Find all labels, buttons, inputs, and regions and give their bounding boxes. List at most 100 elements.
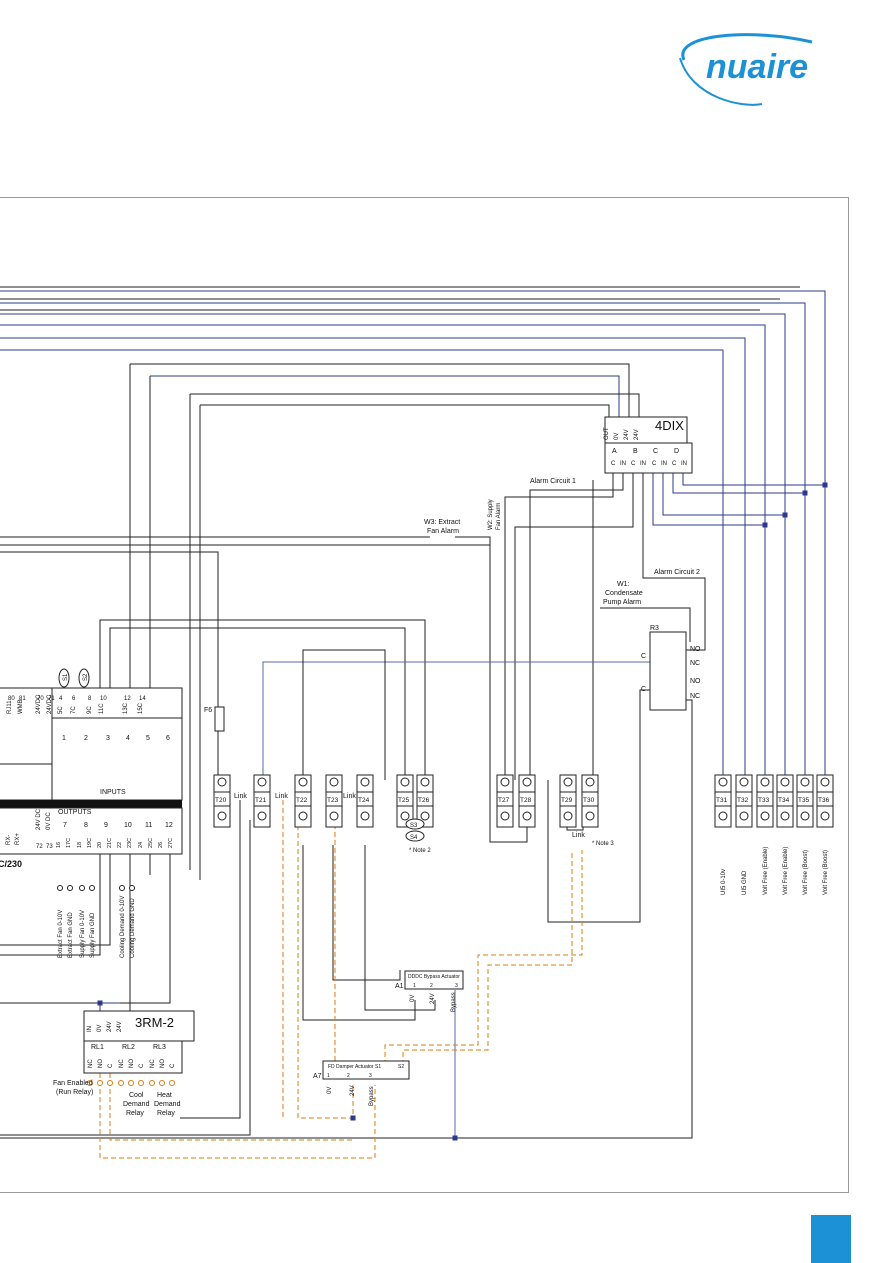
a1-pin-3: 3 — [455, 983, 458, 989]
terminal-t24: T24 — [356, 774, 374, 828]
sensor-s4: S4 — [410, 835, 418, 841]
controller-top-num: 4 — [59, 696, 63, 702]
rm-relay-pin: NC — [119, 1059, 125, 1068]
output-connector — [57, 885, 63, 891]
logo-text: nuaire — [706, 48, 808, 86]
dix-pin-7: IN — [681, 461, 687, 467]
link-label-4: Link — [572, 832, 585, 839]
controller-input-num: 4 — [126, 735, 130, 742]
a1-wire-bypass: Bypass — [451, 992, 457, 1012]
ui5-label: UI5 GND — [742, 870, 748, 895]
rm-relay-contact — [138, 1080, 144, 1086]
wire-45 — [547, 689, 650, 923]
controller-module: INPUTS OUTPUTS C/230 RX- RX+ 24V DC 0V D… — [0, 687, 183, 869]
low-voltage-wire-0 — [297, 785, 354, 1119]
terminal-label: T25 — [398, 797, 410, 804]
controller-output-num: 9 — [104, 822, 108, 829]
wire-41 — [0, 854, 171, 1004]
wire-37 — [364, 845, 436, 1011]
out-supply-0v: 0V DC — [46, 812, 52, 830]
controller-top-label: 7C — [71, 706, 77, 714]
wire-43 — [0, 854, 101, 956]
r3-contact-no-2: NO — [690, 678, 701, 685]
terminal-t26: T26 — [416, 774, 434, 828]
page-tab — [811, 1215, 851, 1263]
wire-22 — [682, 473, 825, 486]
wire-39 — [0, 820, 251, 1136]
terminal-label: T23 — [327, 797, 339, 804]
controller-output-term: 25C — [148, 838, 154, 848]
a1-pin-1: 1 — [413, 983, 416, 989]
wire-17 — [504, 473, 614, 780]
a1-wire-0v: 0V — [410, 995, 416, 1002]
controller-output-term: 24 — [138, 842, 144, 848]
terminal-t25: T25 — [396, 774, 414, 828]
wire-5 — [0, 349, 724, 780]
wire-35 — [302, 649, 386, 780]
controller-top-label: 5C — [58, 706, 64, 714]
a7-wire-0v: 0V — [327, 1087, 333, 1094]
sensor-s3: S3 — [410, 823, 418, 829]
rm-relay-contact — [118, 1080, 124, 1086]
wire-2 — [0, 313, 786, 780]
terminal-t36: T36 — [816, 774, 834, 828]
nuaire-logo-mark: nuaire — [679, 33, 813, 106]
terminal-label: T30 — [583, 797, 595, 804]
rx-plus-label: RX+ — [15, 833, 21, 845]
controller-output-term: 19C — [87, 838, 93, 848]
controller-output-term: 18 — [77, 842, 83, 848]
a7-pin-2: 2 — [347, 1073, 350, 1079]
dix-out-1: 0V — [614, 433, 620, 440]
controller-output-label: Cooling Demand 0-10V — [120, 896, 126, 958]
r3-common-1: C — [641, 653, 646, 660]
controller-top-label: RJ11 — [7, 700, 13, 714]
r3-label: R3 — [650, 625, 659, 632]
dix-ch-b: B — [633, 448, 638, 455]
a7-wire-bypass: Bypass — [369, 1086, 375, 1106]
a7-pin-3: 3 — [369, 1073, 372, 1079]
rm-relay-contact — [97, 1080, 103, 1086]
wire-36 — [302, 845, 416, 1021]
a7-pin-1: 1 — [327, 1073, 330, 1079]
controller-output-num: 8 — [84, 822, 88, 829]
controller-top-num: 71 — [48, 696, 55, 702]
rm-pin-0v: 0V — [97, 1025, 103, 1032]
terminal-label: T32 — [737, 797, 749, 804]
w3-label-2: Fan Alarm — [427, 528, 459, 535]
cool-relay-1: Cool — [129, 1092, 144, 1099]
r3-contact-nc-2: NC — [690, 693, 700, 700]
rm-relay-2: RL2 — [122, 1044, 135, 1051]
a7-title: FD Damper Actuator — [328, 1064, 374, 1070]
wire-0 — [0, 290, 826, 780]
relay-r3: R3 NO NC NO NC C C — [641, 625, 701, 711]
terminal-label: T27 — [498, 797, 510, 804]
rm-relay-pin: NC — [88, 1059, 94, 1068]
controller-input-num: 6 — [166, 735, 170, 742]
controller-top-num: 10 — [100, 696, 107, 702]
actuator-a7: FD Damper Actuator A7 1 2 3 S1 S2 0V 24V… — [313, 1060, 410, 1106]
terminal-t33: T33 — [756, 774, 774, 828]
dix-out-0: OUT — [604, 427, 610, 440]
output-connector — [119, 885, 125, 891]
w1-label-3: Pump Alarm — [603, 599, 641, 606]
wire-11 — [190, 393, 640, 417]
wire-23 — [529, 473, 624, 780]
alarm-circuit-1: Alarm Circuit 1 — [530, 478, 576, 485]
cool-relay-3: Relay — [126, 1110, 144, 1117]
controller-output-term: 17C — [66, 838, 72, 848]
dix-pin-0: C — [611, 461, 616, 467]
fan-enabled-1: Fan Enabled — [53, 1080, 93, 1087]
ui5-label: UI5 0-10v — [721, 869, 727, 895]
dix-pin-4: C — [652, 461, 657, 467]
output-connector — [89, 885, 95, 891]
link-label-2: Link — [275, 793, 288, 800]
dix-pin-3: IN — [640, 461, 646, 467]
terminal-t32: T32 — [735, 774, 753, 828]
controller-top-num: 70 — [37, 696, 44, 702]
link-label-3: Link — [343, 793, 356, 800]
sensors: S1 S2 S3 S4 — [58, 668, 425, 842]
terminal-t28: T28 — [518, 774, 536, 828]
w2-label-2: Fan Alarm — [496, 503, 502, 530]
